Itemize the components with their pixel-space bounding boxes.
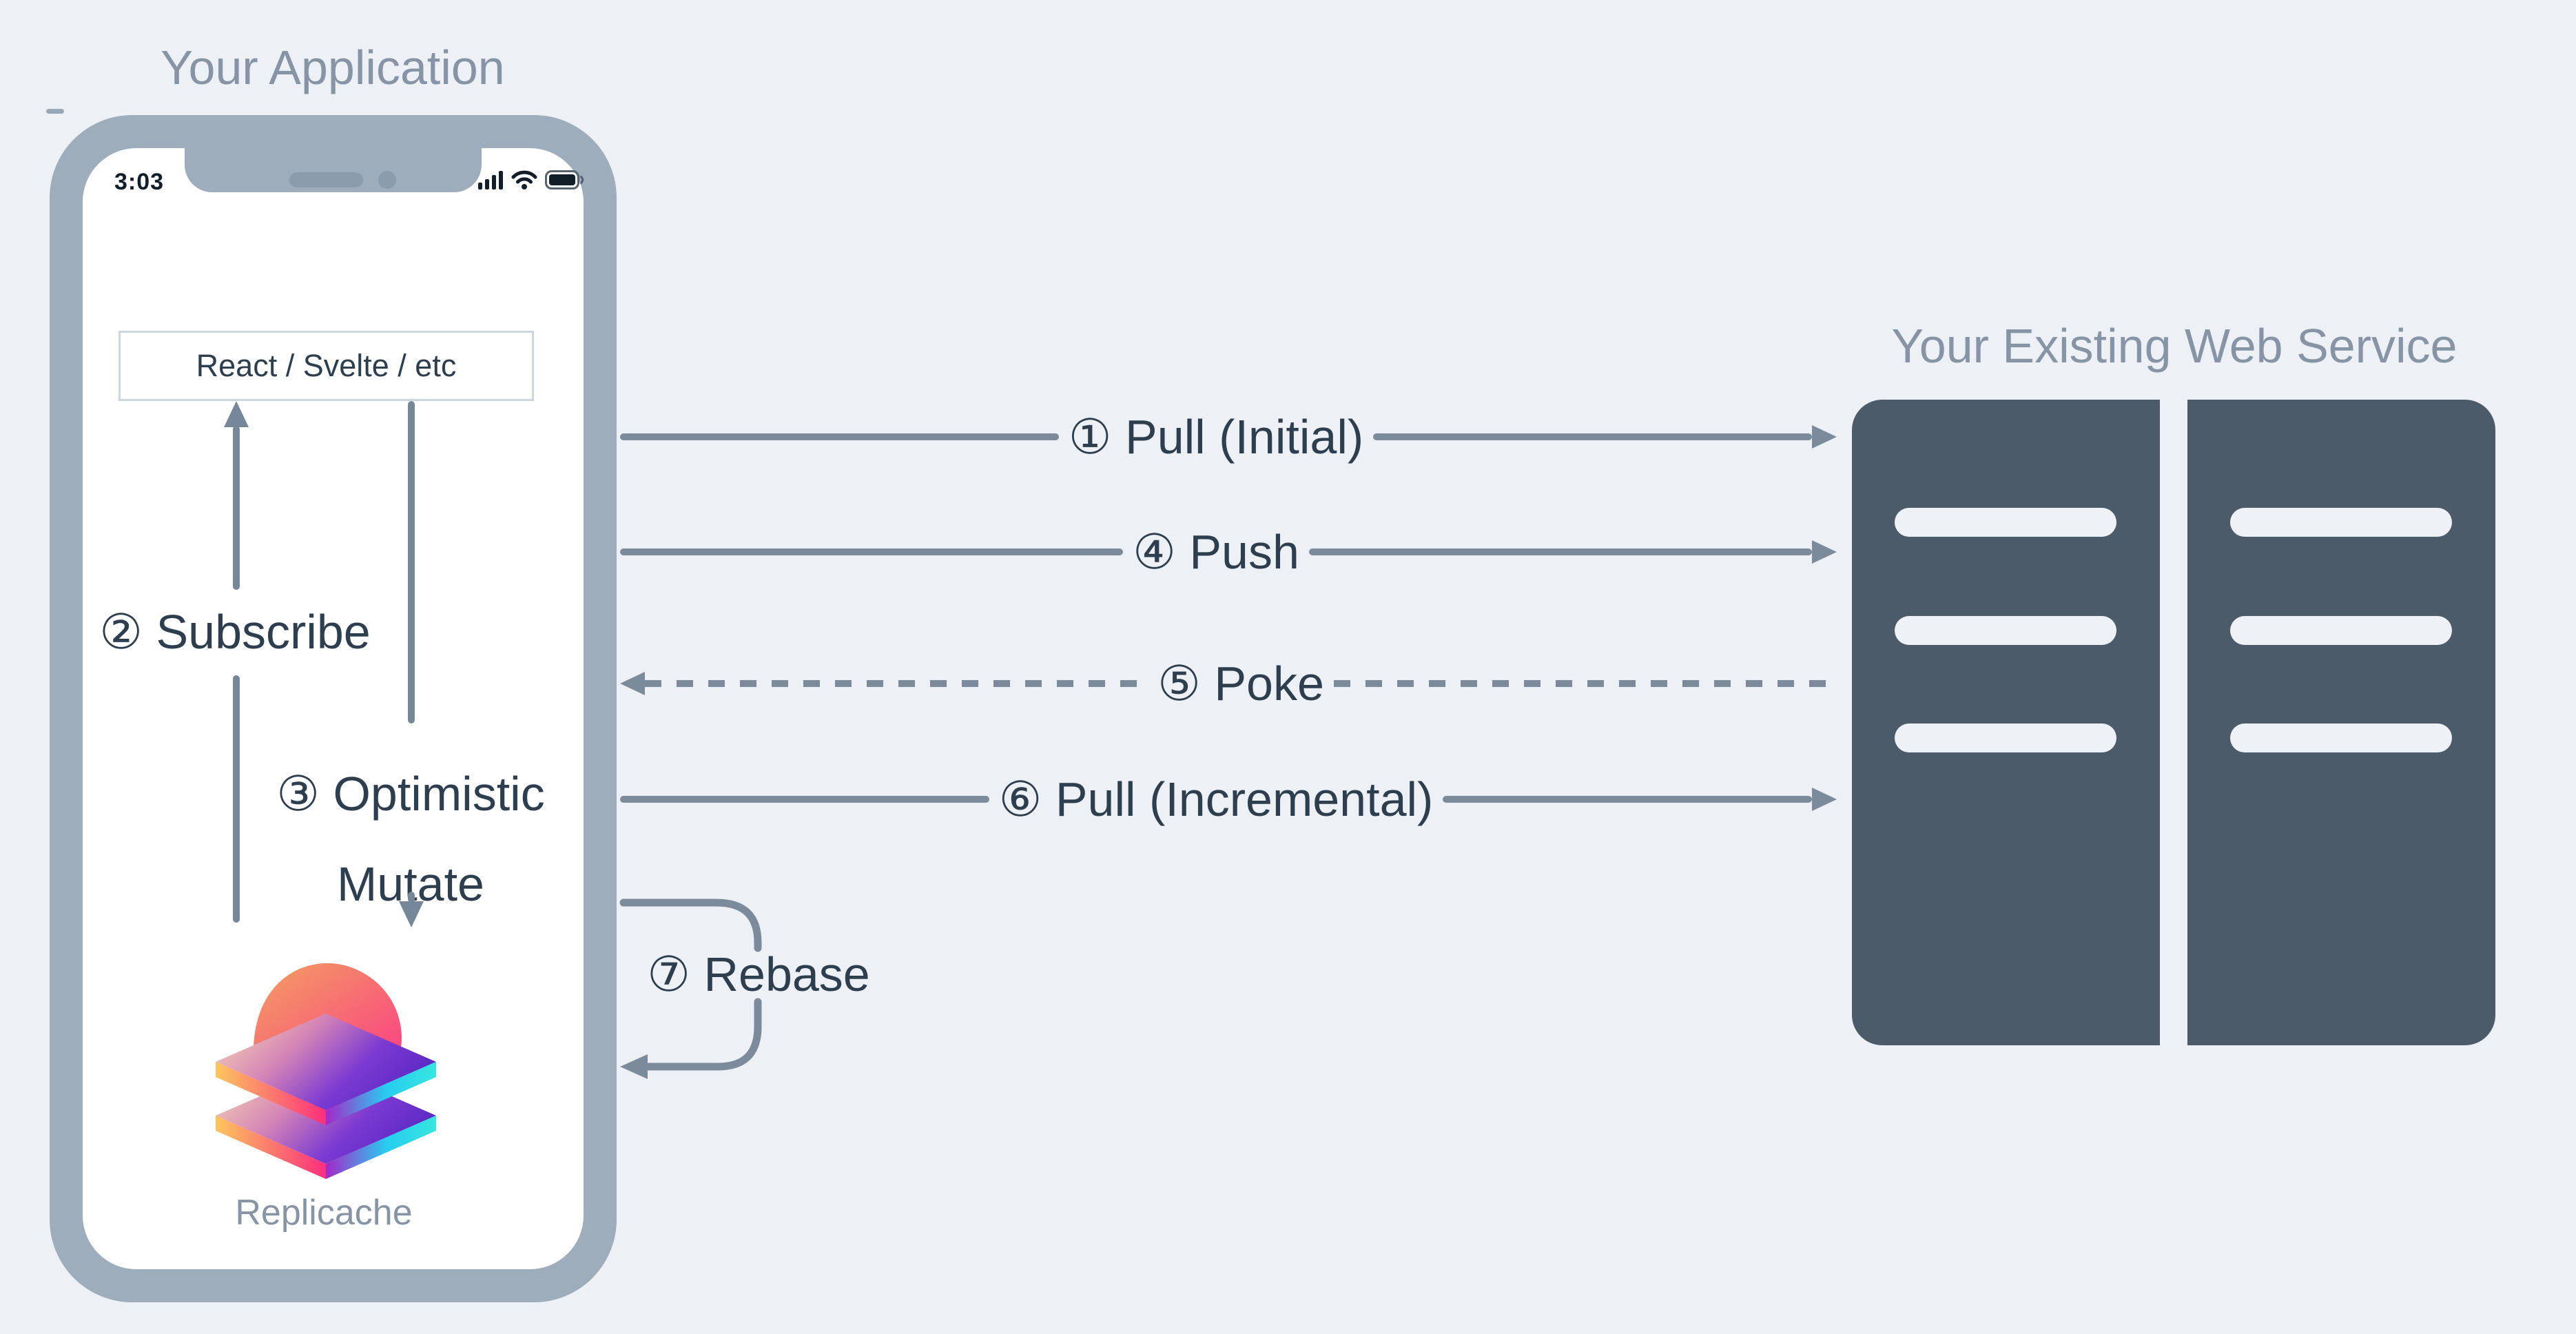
arrowhead-right-icon xyxy=(1812,425,1837,449)
flow-push-label: ④ Push xyxy=(1133,525,1299,579)
flow-push: ④ Push xyxy=(620,524,1837,579)
mutate-line-stub xyxy=(408,892,415,903)
server-slot xyxy=(2230,724,2452,752)
flow-line xyxy=(1373,433,1813,440)
arrowhead-right-icon xyxy=(1812,788,1837,811)
server-slot xyxy=(1895,616,2116,645)
mutate-line-upper xyxy=(408,401,415,724)
flow-line xyxy=(620,548,1124,555)
web-service-title: Your Existing Web Service xyxy=(1891,319,2457,373)
flow-line xyxy=(1443,796,1812,803)
flow-poke: ⑤ Poke xyxy=(620,656,1837,711)
flow-pull-initial: ① Pull (Initial) xyxy=(620,409,1837,464)
flow-line xyxy=(620,433,1059,440)
subscribe-line-lower xyxy=(233,675,240,923)
framework-box: React / Svelte / etc xyxy=(119,331,534,401)
server-rack-left xyxy=(1852,400,2160,1045)
server-slot xyxy=(1895,508,2116,537)
flow-poke-label: ⑤ Poke xyxy=(1157,657,1324,710)
cellular-signal-icon xyxy=(478,170,503,189)
server-slot xyxy=(1895,724,2116,752)
arrowhead-right-icon xyxy=(1812,540,1837,564)
arrowhead-up-icon xyxy=(224,401,249,427)
flow-pull-incremental: ⑥ Pull (Incremental) xyxy=(620,772,1837,827)
server-slot xyxy=(2230,508,2452,537)
flow-line xyxy=(620,796,989,803)
subscribe-line-upper xyxy=(233,426,240,590)
arrowhead-down-icon xyxy=(399,901,424,927)
optimistic-mutate-label: ③ Optimistic Mutate xyxy=(276,749,544,930)
application-title: Your Application xyxy=(161,41,505,94)
status-time: 3:03 xyxy=(114,169,165,195)
flow-line xyxy=(1308,548,1813,555)
rebase-loop-arrow xyxy=(619,899,762,1079)
decorative-dash xyxy=(46,109,64,114)
wifi-icon xyxy=(511,170,537,189)
replicache-caption: Replicache xyxy=(235,1193,413,1233)
subscribe-label: ② Subscribe xyxy=(99,605,371,659)
camera-icon xyxy=(378,171,396,189)
battery-icon xyxy=(545,170,584,189)
flow-line-dashed xyxy=(1333,680,1837,687)
arrowhead-left-icon xyxy=(620,672,645,695)
flow-line-dashed xyxy=(645,680,1148,687)
server-slot xyxy=(2230,616,2452,645)
replicache-logo xyxy=(216,963,436,1179)
flow-pull-incremental-label: ⑥ Pull (Incremental) xyxy=(998,772,1434,826)
rebase-label: ⑦ Rebase xyxy=(647,947,870,1001)
server-rack-right xyxy=(2187,400,2495,1045)
flow-pull-initial-label: ① Pull (Initial) xyxy=(1068,410,1364,464)
framework-label: React / Svelte / etc xyxy=(196,348,457,383)
optimistic-mutate-line1: ③ Optimistic xyxy=(276,767,545,821)
status-icons xyxy=(478,170,585,189)
speaker-icon xyxy=(289,172,363,187)
phone-notch xyxy=(185,148,482,192)
